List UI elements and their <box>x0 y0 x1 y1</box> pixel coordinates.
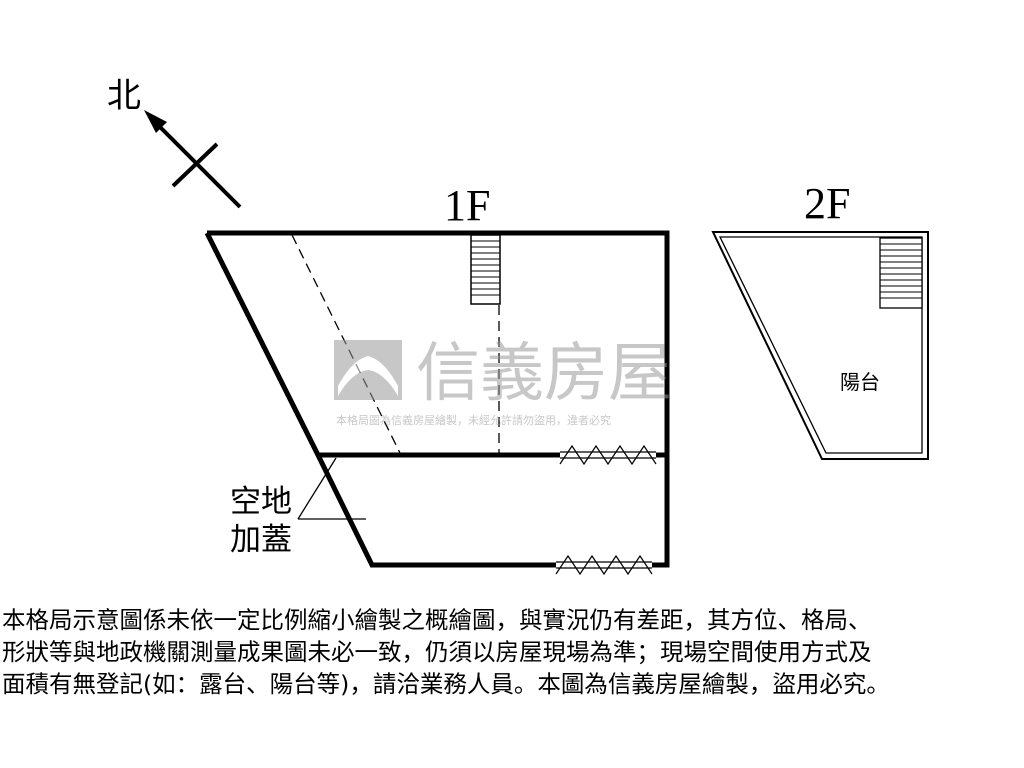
window-opening-icon-upper <box>559 444 657 466</box>
north-compass: 北 <box>107 78 242 209</box>
disclaimer-text: 本格局示意圖係未依一定比例縮小繪製之概繪圖，與實況仍有差距，其方位、格局、 形狀… <box>2 604 1022 700</box>
disclaimer-line-2: 形狀等與地政機關測量成果圖未必一致，仍須以房屋現場為準；現場空間使用方式及 <box>2 638 872 666</box>
floor-1-label: 1F <box>444 181 490 230</box>
stairs-icon <box>879 237 923 309</box>
annex-label-line1: 空地 <box>230 484 292 520</box>
floor-2-plan: 陽台 <box>711 231 929 460</box>
balcony-label: 陽台 <box>840 370 880 394</box>
disclaimer-line-3: 面積有無登記(如：露台、陽台等)，請洽業務人員。本圖為信義房屋繪製，盜用必究。 <box>2 670 890 698</box>
house-logo-icon <box>334 340 402 400</box>
annex-label-line2: 加蓋 <box>230 522 292 558</box>
floor-plan-diagram: 北 1F 2F <box>107 78 929 576</box>
window-opening-icon-lower <box>555 554 653 576</box>
disclaimer-line-1: 本格局示意圖係未依一定比例縮小繪製之概繪圖，與實況仍有差距，其方位、格局、 <box>2 606 872 634</box>
watermark: 信義房屋 本格局圖為信義房屋繪製，未經允許請勿盜用，違者必究 <box>334 337 672 427</box>
stairs-icon <box>470 234 501 305</box>
watermark-brand: 信義房屋 <box>416 337 672 411</box>
floor-2-label: 2F <box>804 179 850 228</box>
north-arrow-icon <box>144 110 167 133</box>
floor-1-plan: 空地 加蓋 <box>204 230 670 576</box>
annex-label-leader <box>297 457 366 520</box>
north-label: 北 <box>107 78 141 115</box>
watermark-notice: 本格局圖為信義房屋繪製，未經允許請勿盜用，違者必究 <box>336 413 611 427</box>
